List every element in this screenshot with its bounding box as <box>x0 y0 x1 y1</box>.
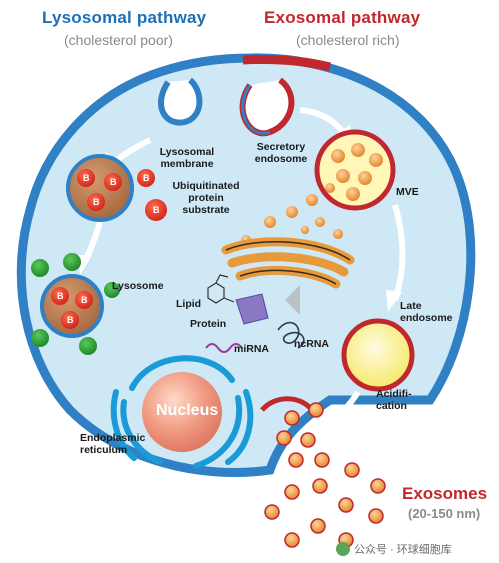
endoplasmic-reticulum <box>110 355 254 469</box>
mirna-icon <box>205 343 243 353</box>
label-nucleus: Nucleus <box>156 402 219 419</box>
label-exosomes-size: (20-150 nm) <box>408 506 481 521</box>
nucleus <box>142 372 222 452</box>
label-er: Endoplasmic reticulum <box>80 432 146 456</box>
wechat-icon <box>336 542 350 556</box>
watermark: 公众号 · 环球细胞库 <box>336 541 452 557</box>
label-protein: Protein <box>190 318 227 330</box>
arrow-to-golgi <box>285 285 300 315</box>
label-mirna: miRNA <box>234 343 270 355</box>
exocytosis-dent <box>260 396 314 412</box>
golgi-apparatus <box>221 237 355 289</box>
watermark-text: 公众号 · 环球细胞库 <box>354 544 452 556</box>
label-secretory-endosome: Secretory endosome <box>254 141 308 165</box>
arrow-head-5 <box>322 410 340 430</box>
protein-icon <box>235 293 269 325</box>
mve-inner-vesicles <box>331 143 383 201</box>
label-ubiquitinated: Ubiquitinated protein substrate <box>172 180 240 216</box>
label-mve: MVE <box>396 186 419 198</box>
label-ncrna: ncRNA <box>294 338 330 350</box>
lysosomal-pathway-title: Lysosomal pathway <box>42 8 207 27</box>
b-markers-upper <box>77 169 167 221</box>
arrow-head-4 <box>386 290 402 312</box>
cytoplasm-vesicles <box>241 183 343 245</box>
label-exosomes: Exosomes <box>402 484 488 503</box>
arrow-head-2 <box>78 255 92 275</box>
b-markers-lower <box>51 287 93 329</box>
arrow-exosomal-2 <box>392 204 406 301</box>
exosomal-pathway-title: Exosomal pathway <box>264 8 421 27</box>
label-acidification: Acidifi- cation <box>376 388 412 412</box>
label-lipid: Lipid <box>176 298 202 310</box>
exosomes-released <box>264 402 386 548</box>
ncrna-icon <box>277 321 305 349</box>
lysosomal-membrane-vesicle <box>66 154 134 222</box>
lysosomal-pathway-subtitle: (cholesterol poor) <box>64 32 173 48</box>
green-particles <box>31 253 120 355</box>
lipid-icon <box>207 274 235 304</box>
label-late-endosome: Late endosome <box>400 300 453 324</box>
membrane-red-segment <box>242 54 332 72</box>
exosomal-pathway-subtitle: (cholesterol rich) <box>296 32 400 48</box>
membrane-invagination <box>158 77 203 126</box>
late-endosome-vesicle <box>341 318 415 392</box>
label-lysosome: Lysosome <box>112 280 164 292</box>
label-lysosomal-membrane: Lysosomal membrane <box>159 146 215 170</box>
